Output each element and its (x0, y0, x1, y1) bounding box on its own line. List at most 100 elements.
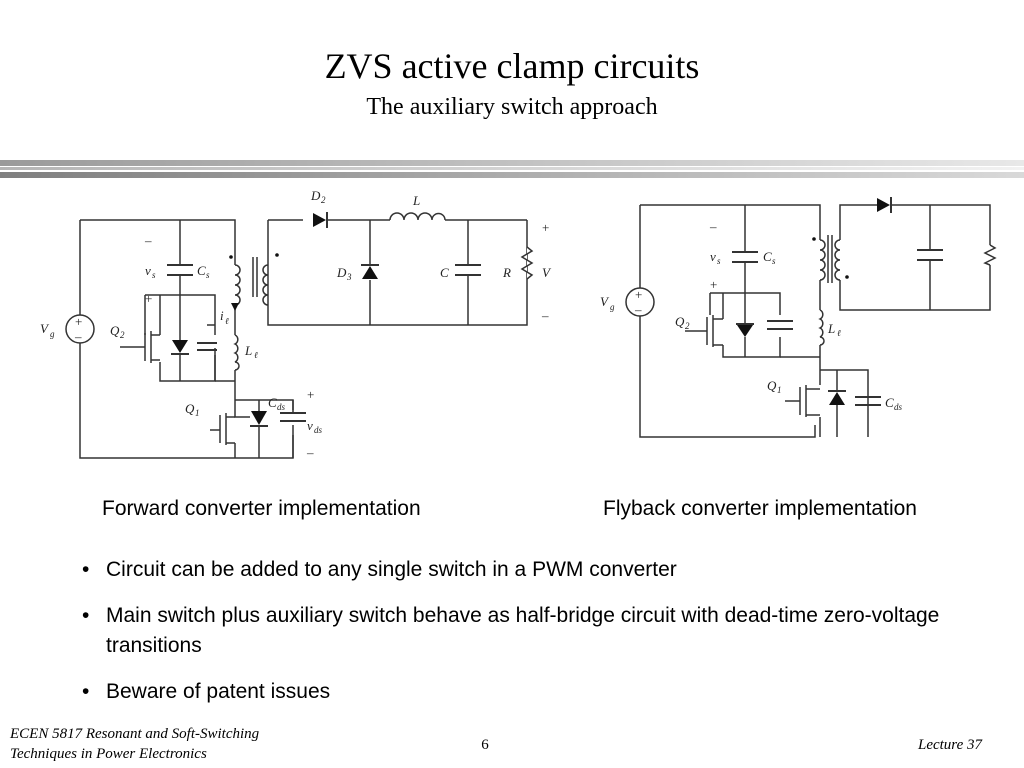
vs-minus-label: – (144, 233, 152, 248)
vds-minus-label: – (306, 445, 314, 460)
slide-subtitle: The auxiliary switch approach (366, 94, 658, 120)
footer-course-line1: ECEN 5817 Resonant and Soft-Switching (10, 726, 260, 742)
footer-lecture: Lecture 37 (917, 737, 982, 753)
q1-label: Q (767, 378, 777, 393)
vs-plus-label: + (145, 291, 152, 306)
vds-label: v (307, 418, 313, 433)
vg-label: V (600, 294, 610, 309)
vg-sub-label: g (610, 302, 615, 312)
bullet-item: Beware of patent issues (82, 677, 952, 707)
forward-converter-schematic: + – V g – v s + C s Q 2 i ℓ L ℓ Q 1 (40, 188, 552, 460)
v-minus-label: – (541, 308, 549, 323)
load-resistor-icon (520, 246, 534, 280)
v-plus-label: + (542, 220, 549, 235)
source-plus-label: + (635, 287, 642, 302)
output-capacitor-icon (917, 249, 943, 261)
q2-mosfet-icon (120, 295, 161, 363)
voltage-source-icon (625, 287, 655, 317)
vds-plus-label: + (307, 387, 314, 402)
cs-label: C (197, 263, 206, 278)
clamp-capacitor-icon (167, 264, 193, 276)
header-divider (0, 160, 1024, 166)
vs-minus-label: – (709, 219, 717, 234)
ll-sub-label: ℓ (837, 328, 841, 338)
cds-label: C (268, 395, 277, 410)
vg-label: V (40, 321, 50, 336)
header-divider (0, 172, 1024, 178)
d2-label: D (310, 188, 321, 203)
d2-sub-label: 2 (321, 195, 326, 205)
q1-sub-label: 1 (195, 408, 200, 418)
header-divider (0, 167, 1024, 170)
flyback-caption: Flyback converter implementation (603, 497, 917, 520)
voltage-source-icon (65, 314, 95, 344)
vs-sub-label: s (152, 270, 156, 280)
vs-label: v (145, 263, 151, 278)
ll-sub-label: ℓ (254, 350, 258, 360)
l-label: L (412, 193, 420, 208)
flyback-converter-schematic: + – V g – v s + C s Q 2 L ℓ Q 1 C ds (600, 197, 997, 438)
q1-label: Q (185, 401, 195, 416)
forward-caption: Forward converter implementation (102, 497, 421, 520)
forward-wires (79, 219, 528, 459)
slide-title: ZVS active clamp circuits (324, 46, 700, 86)
q2-mosfet-icon (685, 293, 724, 347)
r-label: R (502, 265, 511, 280)
transformer-icon (819, 235, 841, 283)
clamp-capacitor-icon (732, 251, 758, 263)
cds-sub-label: ds (894, 402, 903, 412)
bullet-item: Main switch plus auxiliary switch behave… (82, 601, 952, 661)
cs-sub-label: s (772, 256, 776, 266)
q2-capacitor-icon (767, 320, 793, 330)
q2-label: Q (110, 323, 120, 338)
vs-sub-label: s (717, 256, 721, 266)
d2-diode-icon (313, 213, 326, 227)
leakage-inductor-icon (233, 334, 240, 371)
output-capacitor-icon (455, 264, 481, 276)
il-sub-label: ℓ (225, 316, 229, 326)
load-resistor-icon (983, 244, 997, 266)
footer-course: ECEN 5817 Resonant and Soft-Switching Te… (10, 724, 259, 764)
output-diode-icon (877, 198, 890, 212)
transformer-icon (234, 257, 269, 306)
q2-label: Q (675, 314, 685, 329)
il-label: i (220, 308, 224, 323)
flyback-wires (639, 204, 991, 438)
ll-label: L (244, 343, 252, 358)
q2-capacitor-icon (197, 342, 217, 351)
v-label: V (542, 265, 552, 280)
q1-sub-label: 1 (777, 385, 782, 395)
cds-capacitor-icon (280, 412, 306, 422)
q1-mosfet-icon (785, 385, 820, 417)
d3-diode-icon (362, 266, 378, 279)
d3-sub-label: 3 (346, 272, 352, 282)
d3-label: D (336, 265, 347, 280)
cds-sub-label: ds (277, 402, 286, 412)
vg-sub-label: g (50, 329, 55, 339)
source-minus-label: – (74, 329, 82, 344)
bullet-list: Circuit can be added to any single switc… (82, 555, 952, 723)
leakage-inductor-icon (818, 309, 825, 346)
q2-sub-label: 2 (685, 321, 690, 331)
q2-diode-icon (172, 340, 188, 353)
cs-label: C (763, 249, 772, 264)
cds-capacitor-icon (855, 396, 881, 406)
q1-diode-icon (251, 411, 267, 425)
ll-label: L (827, 321, 835, 336)
vs-plus-label: + (710, 277, 717, 292)
q1-diode-icon (829, 392, 845, 405)
page-number: 6 (481, 737, 489, 753)
footer-course-line2: Techniques in Power Electronics (10, 746, 207, 762)
source-minus-label: – (634, 302, 642, 317)
c-label: C (440, 265, 449, 280)
bullet-item: Circuit can be added to any single switc… (82, 555, 952, 585)
source-plus-label: + (75, 314, 82, 329)
q2-diode-icon (737, 325, 753, 337)
cs-sub-label: s (206, 270, 210, 280)
output-inductor-icon (389, 212, 446, 221)
cds-label: C (885, 395, 894, 410)
current-arrow-icon (231, 303, 239, 311)
q1-mosfet-icon (210, 413, 235, 445)
vds-sub-label: ds (314, 425, 323, 435)
vs-label: v (710, 249, 716, 264)
